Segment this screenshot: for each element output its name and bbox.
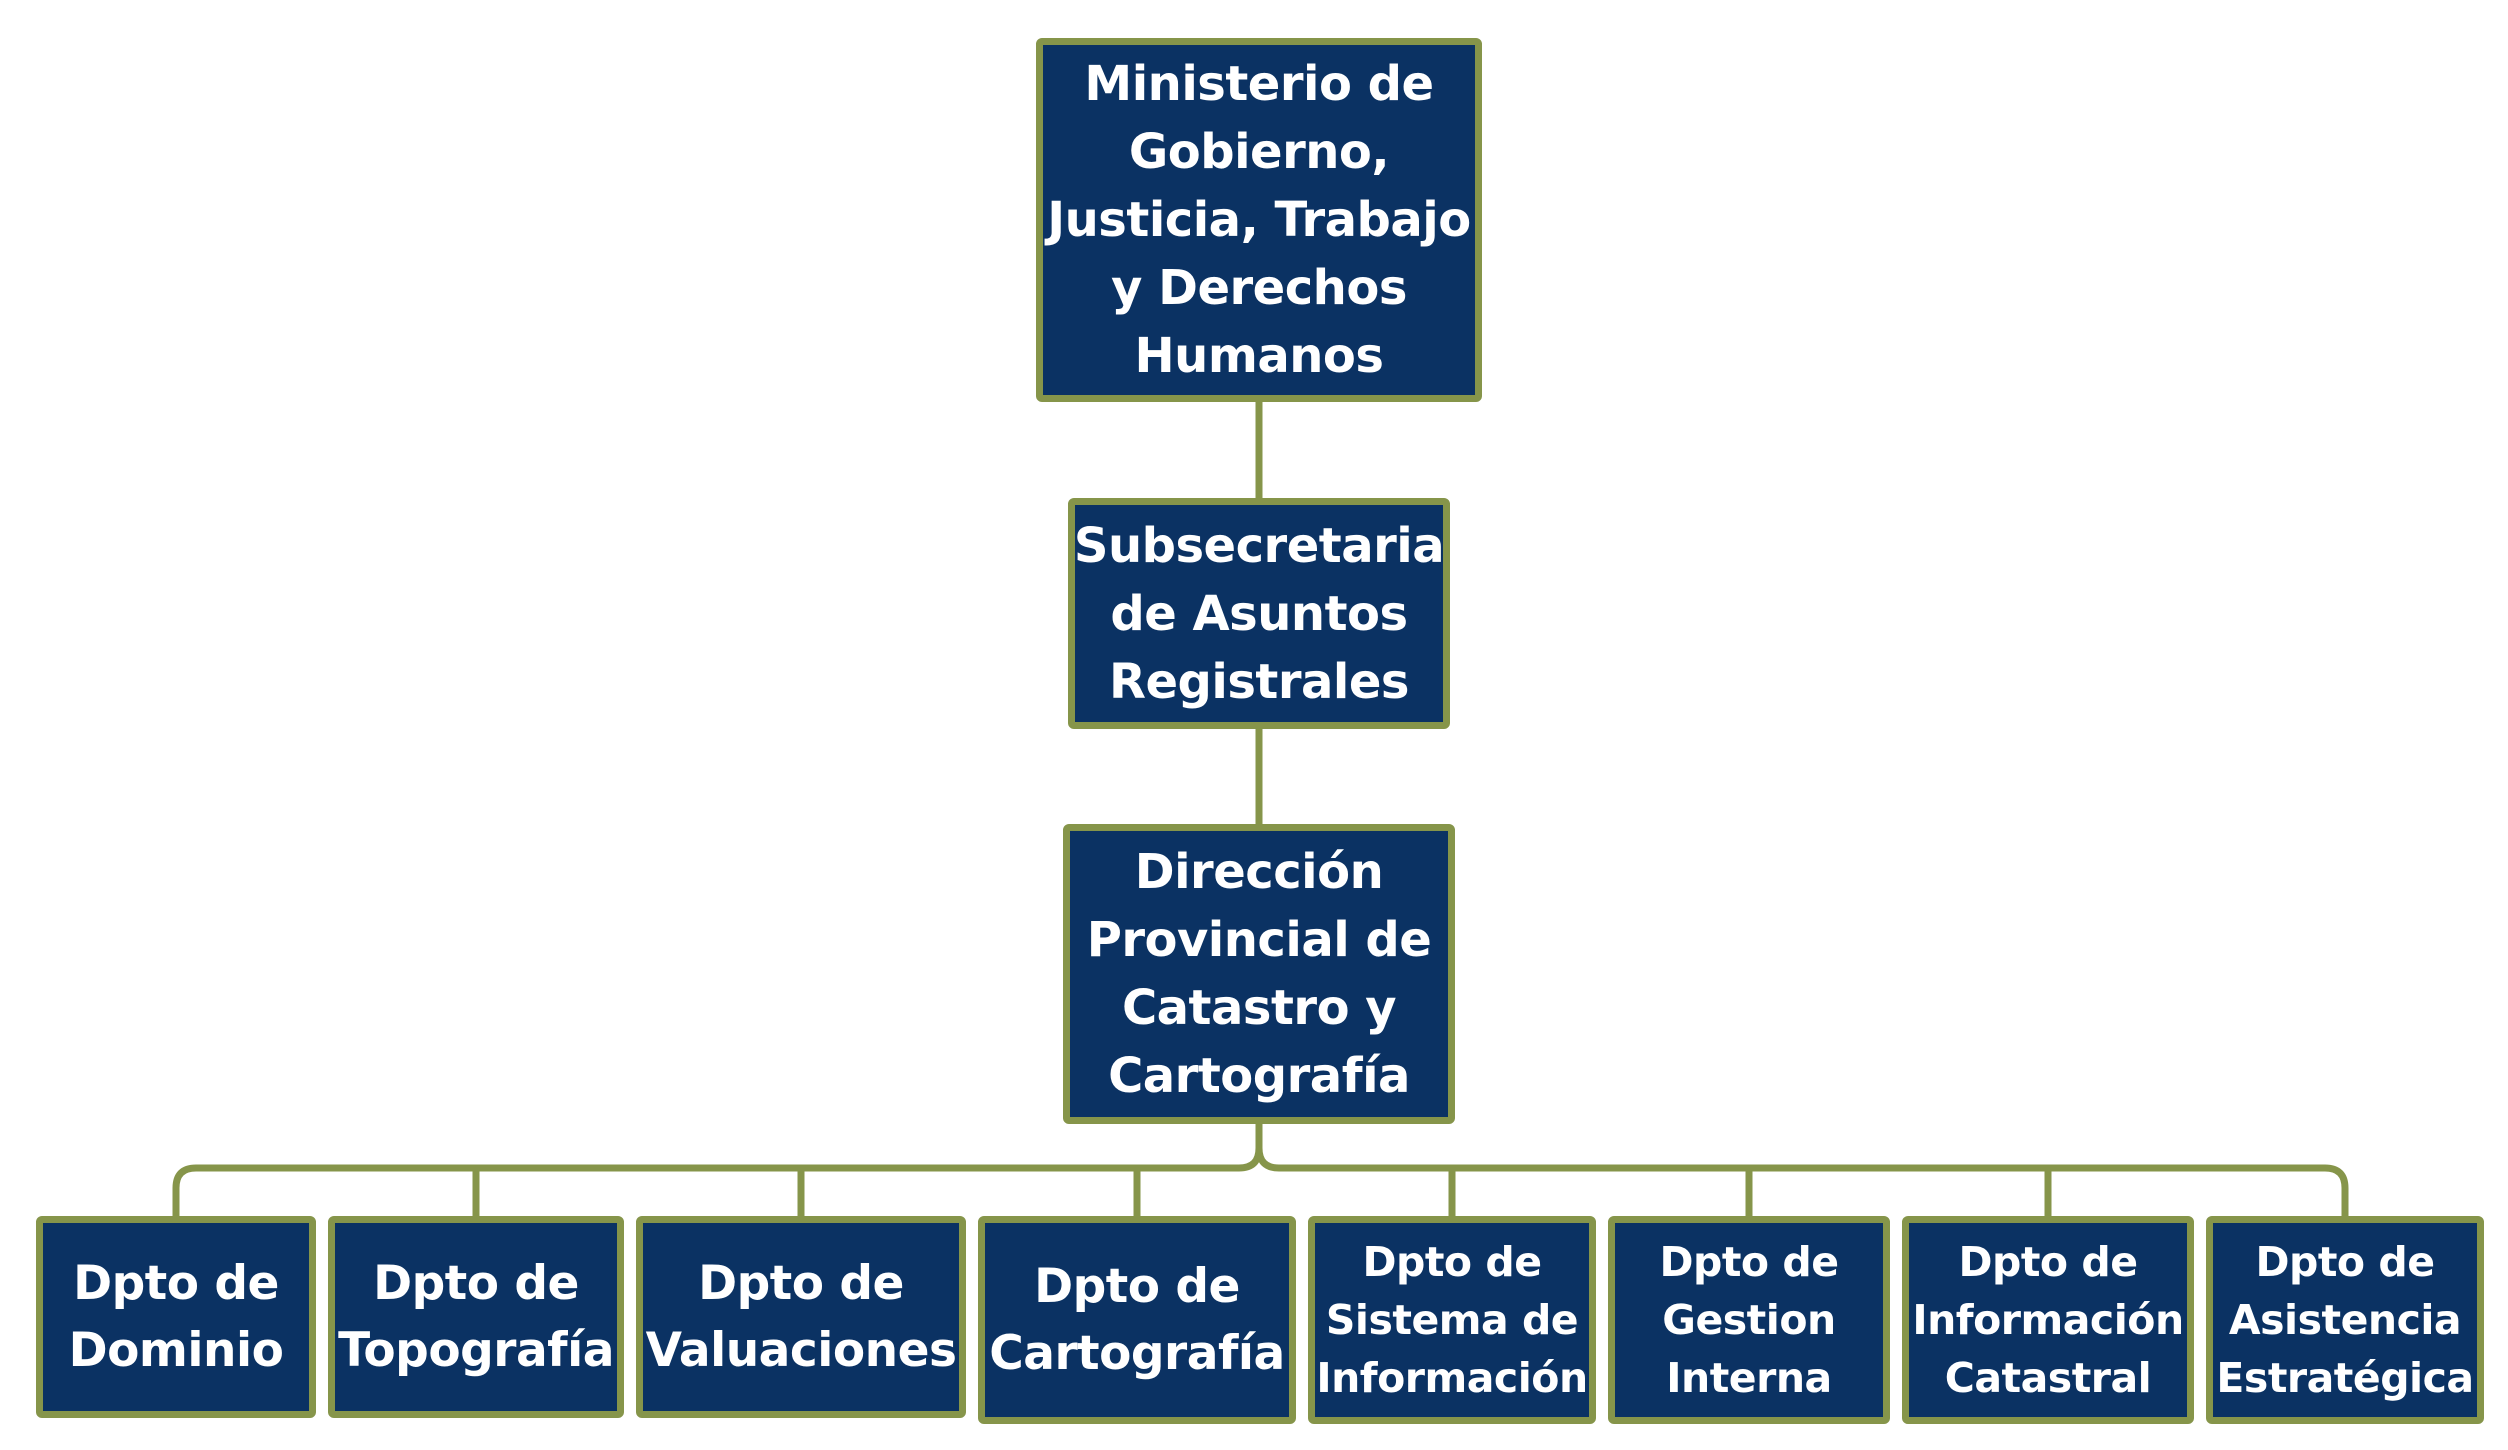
connector-direccion-bus-left (172, 1120, 1263, 1220)
node-dpto-asistencia-estrategica: Dpto de Asistencia Estratégica (2206, 1216, 2484, 1424)
node-ministerio: Ministerio de Gobierno, Justicia, Trabaj… (1036, 38, 1482, 402)
node-dpto-sistema-informacion: Dpto de Sistema de Información (1308, 1216, 1596, 1424)
node-dpto-valuaciones-label: Dpto de Valuaciones (645, 1256, 957, 1378)
node-dpto-sistema-informacion-label: Dpto de Sistema de Información (1316, 1238, 1588, 1402)
node-dpto-topografia: Dpto de Topografía (328, 1216, 624, 1418)
connector-direccion-bus-right (1255, 1144, 2349, 1220)
node-dpto-dominio: Dpto de Dominio (36, 1216, 316, 1418)
node-dpto-informacion-catastral-label: Dpto de Información Catastral (1912, 1238, 2184, 1402)
node-dpto-valuaciones: Dpto de Valuaciones (636, 1216, 966, 1418)
node-subsecretaria: Subsecretaria de Asuntos Registrales (1068, 498, 1450, 729)
node-direccion-label: Dirección Provincial de Catastro y Carto… (1086, 844, 1432, 1104)
node-dpto-cartografia: Dpto de Cartografía (978, 1216, 1296, 1424)
node-dpto-dominio-label: Dpto de Dominio (68, 1256, 284, 1378)
node-ministerio-label: Ministerio de Gobierno, Justicia, Trabaj… (1047, 56, 1471, 384)
node-subsecretaria-label: Subsecretaria de Asuntos Registrales (1073, 517, 1445, 710)
node-dpto-gestion-interna-label: Dpto de Gestion Interna (1659, 1238, 1839, 1402)
node-dpto-asistencia-estrategica-label: Dpto de Asistencia Estratégica (2216, 1238, 2474, 1402)
node-dpto-informacion-catastral: Dpto de Información Catastral (1902, 1216, 2194, 1424)
node-dpto-gestion-interna: Dpto de Gestion Interna (1608, 1216, 1890, 1424)
node-dpto-topografia-label: Dpto de Topografía (338, 1256, 614, 1378)
node-direccion: Dirección Provincial de Catastro y Carto… (1063, 824, 1455, 1124)
node-dpto-cartografia-label: Dpto de Cartografía (989, 1259, 1285, 1381)
